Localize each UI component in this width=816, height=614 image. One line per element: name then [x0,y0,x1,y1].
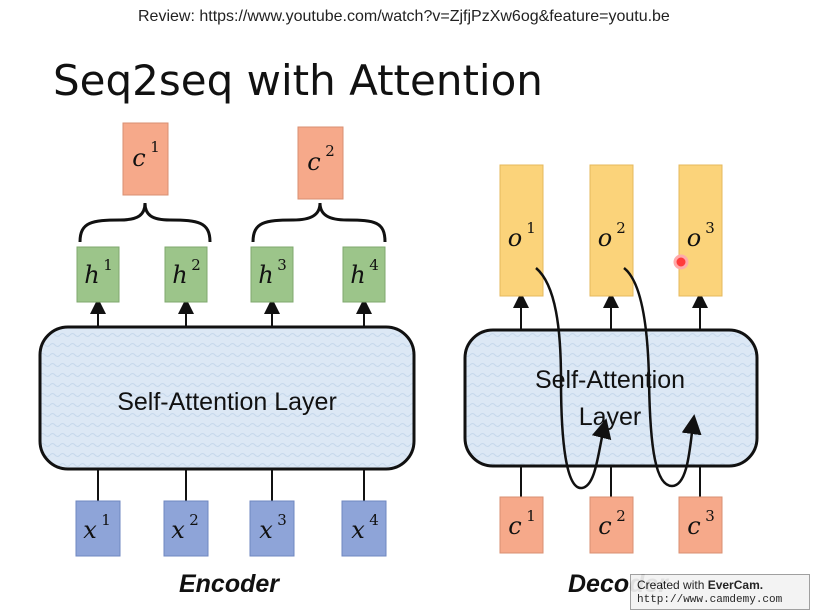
decoder-input-c3: c 3 [678,466,723,554]
feedback-curve-o1-to-c2 [535,267,612,490]
evercam-watermark: Created with EverCam. http://www.camdemy… [630,574,810,610]
encoder-input-x2: x 2 [163,469,209,557]
encoder-hidden-h2: h 2 [164,246,208,327]
decoder-self-attention-layer [463,328,759,468]
encoder-hidden-h3: h 3 [250,246,294,327]
svg-text:1: 1 [103,256,113,274]
watermark-brand: EverCam. [707,578,764,592]
review-link-text: Review: https://www.youtube.com/watch?v=… [138,8,670,25]
svg-text:h: h [258,261,273,289]
svg-text:h: h [84,261,99,289]
svg-text:x: x [351,516,365,544]
svg-text:3: 3 [277,511,287,529]
svg-text:o: o [598,224,612,252]
svg-text:o: o [687,224,701,252]
decoder-layer-label-line1: Self-Attention [535,366,685,394]
slide-title: Seq2seq with Attention [53,56,543,105]
decoder-layer-label-line2: Layer [579,403,642,431]
brace-c1 [78,202,212,243]
brace-c2 [251,202,387,243]
svg-text:h: h [172,261,187,289]
watermark-url: http://www.camdemy.com [637,594,783,606]
decoder-output-o3: o 3 [678,164,723,330]
svg-text:c: c [307,148,320,176]
svg-text:1: 1 [101,511,111,529]
encoder-caption: Encoder [179,570,280,598]
decoder-input-c2: c 2 [589,466,634,554]
encoder-context-c2: c 2 [297,126,344,200]
decoder-output-o1: o 1 [499,164,544,330]
svg-text:h: h [350,261,365,289]
svg-text:2: 2 [325,142,335,160]
encoder-input-x4: x 4 [341,469,387,557]
decoder-output-o2: o 2 [589,164,634,330]
svg-text:o: o [508,224,522,252]
encoder-input-x1: x 1 [75,469,121,557]
encoder-context-c1: c 1 [122,122,169,196]
svg-text:3: 3 [705,507,715,525]
svg-text:3: 3 [277,256,287,274]
svg-text:1: 1 [150,138,160,156]
svg-text:x: x [171,516,185,544]
encoder-hidden-h1: h 1 [76,246,120,327]
svg-text:x: x [83,516,97,544]
svg-text:4: 4 [369,256,379,274]
encoder-input-x3: x 3 [249,469,295,557]
svg-text:2: 2 [191,256,201,274]
watermark-prefix: Created with [637,578,708,592]
svg-text:4: 4 [369,511,379,529]
svg-text:x: x [259,516,273,544]
feedback-curve-o2-to-c3 [623,267,702,488]
svg-text:2: 2 [616,507,626,525]
encoder-self-attention-layer [38,325,416,471]
svg-text:c: c [132,144,145,172]
decoder-input-c1: c 1 [499,466,544,554]
svg-text:c: c [598,512,611,540]
laser-pointer-dot [673,254,689,270]
encoder-layer-label: Self-Attention Layer [117,388,337,416]
svg-text:2: 2 [189,511,199,529]
svg-text:3: 3 [705,219,715,237]
svg-text:c: c [508,512,521,540]
svg-text:1: 1 [526,219,536,237]
svg-text:1: 1 [526,507,536,525]
svg-text:2: 2 [616,219,626,237]
encoder-hidden-h4: h 4 [342,246,386,327]
svg-text:c: c [687,512,700,540]
